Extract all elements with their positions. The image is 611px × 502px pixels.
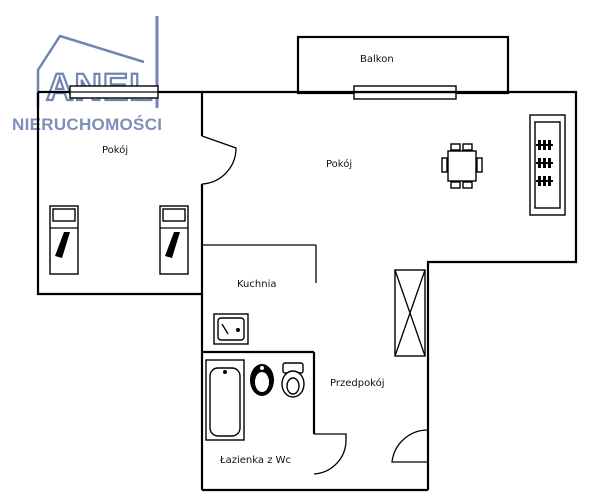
room-label-main: Pokój <box>326 158 352 170</box>
door-entrance <box>391 429 429 463</box>
room-label-bathroom: Łazienka z Wc <box>219 455 291 466</box>
toilet <box>281 362 305 398</box>
window-left-room <box>69 85 159 99</box>
door-left-room <box>201 135 237 185</box>
company-logo: ANEL NIERUCHOMOŚCI <box>12 16 162 134</box>
logo-house-outline <box>36 34 145 108</box>
balcony: Balkon <box>296 35 510 100</box>
room-label-left: Pokój <box>102 144 128 156</box>
washbasin <box>250 364 274 396</box>
room-label-kitchen: Kuchnia <box>237 279 276 290</box>
bed-right <box>159 205 189 275</box>
room-label-balcony: Balkon <box>360 54 394 65</box>
dining-table <box>441 143 483 189</box>
sofa <box>529 114 566 216</box>
room-label-hall: Przedpokój <box>330 377 385 389</box>
bathtub <box>205 359 245 441</box>
logo-tagline: NIERUCHOMOŚCI <box>12 115 162 134</box>
bed-left <box>49 205 79 275</box>
kitchen-sink <box>213 313 249 345</box>
door-bathroom <box>313 433 347 475</box>
wardrobe <box>394 269 426 357</box>
